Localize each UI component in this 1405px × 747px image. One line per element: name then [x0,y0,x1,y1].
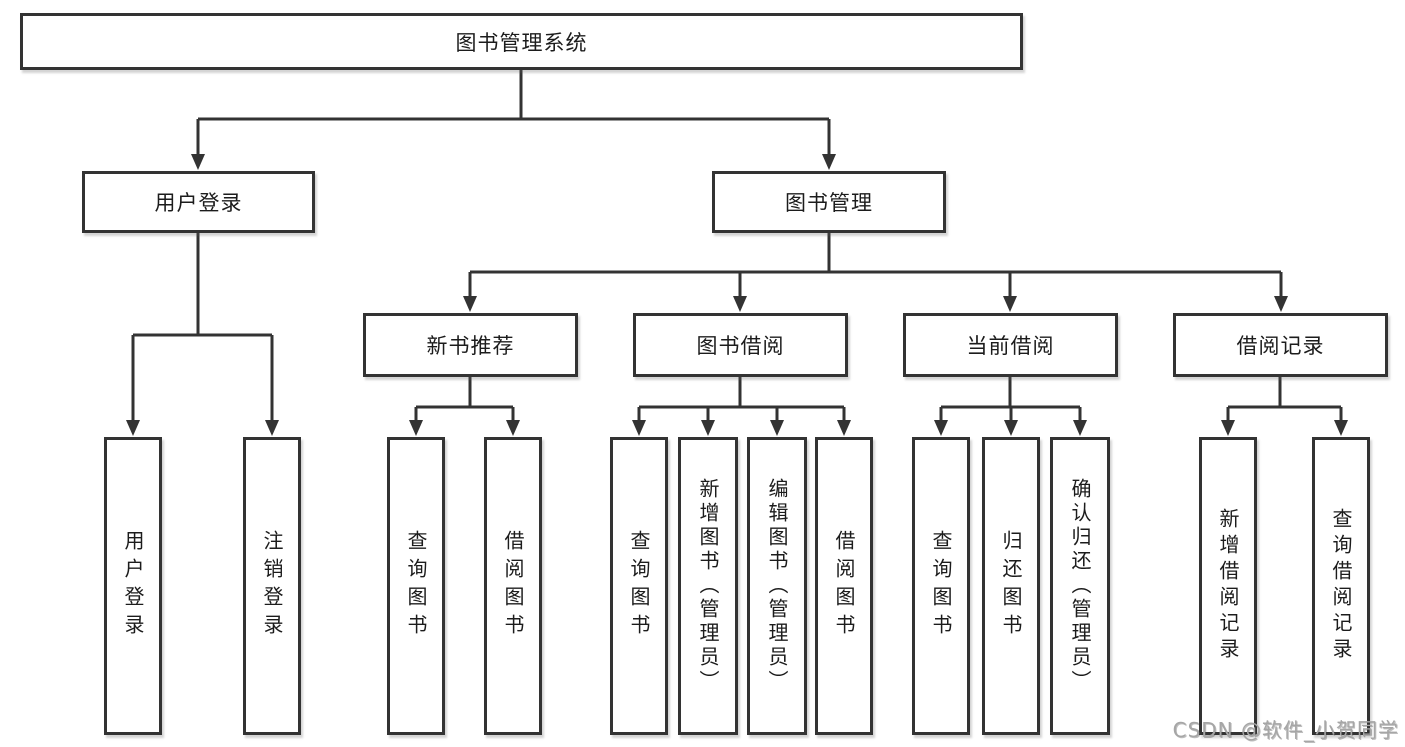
node-current-borrow: 当前借阅 [903,313,1118,377]
node-book-management-system: 图书管理系统 [20,13,1023,70]
leaf-confirm-return-admin: 确认归还（管理员） [1050,437,1110,735]
node-label: 用户登录 [154,191,243,215]
leaf-query-books-borrow: 查询图书 [610,437,668,735]
node-book-management: 图书管理 [712,171,946,233]
leaf-label: 查询借阅记录 [1329,508,1353,664]
csdn-watermark: CSDN @软件_小贺同学 [1172,718,1399,742]
node-label: 当前借阅 [966,334,1055,358]
leaf-borrow-books-borrow: 借阅图书 [815,437,873,735]
connector-book-borrow-to-leaves [637,377,846,424]
leaf-label: 新增图书（管理员） [696,478,720,694]
node-label: 图书管理系统 [455,30,588,55]
node-new-book-recommend: 新书推荐 [363,313,578,377]
leaf-label: 查询图书 [929,530,953,642]
node-user-login: 用户登录 [82,171,315,233]
node-label: 新书推荐 [426,334,515,358]
leaf-borrow-books-recommend: 借阅图书 [484,437,542,735]
leaf-add-borrow-record: 新增借阅记录 [1199,437,1257,735]
leaf-label: 用户登录 [121,530,145,642]
leaf-label: 借阅图书 [501,530,525,642]
connector-borrow-records-to-leaves [1226,377,1343,424]
leaf-user-login: 用户登录 [104,437,162,735]
leaf-label: 查询图书 [627,530,651,642]
connector-new-book-recommend-to-leaves [414,377,515,424]
leaf-label: 编辑图书（管理员） [765,478,789,694]
leaf-add-book-admin: 新增图书（管理员） [678,437,738,735]
leaf-query-borrow-record: 查询借阅记录 [1312,437,1370,735]
connector-book-mgmt-to-level3 [468,233,1283,300]
connector-user-login-to-leaves [131,233,274,424]
leaf-label: 确认归还（管理员） [1068,478,1092,694]
node-label: 图书管理 [785,191,873,215]
leaf-return-book: 归还图书 [982,437,1040,735]
leaf-label: 归还图书 [999,530,1023,642]
leaf-label: 查询图书 [404,530,428,642]
connector-current-borrow-to-leaves [939,377,1082,424]
node-borrow-records: 借阅记录 [1173,313,1388,377]
leaf-query-books-current: 查询图书 [912,437,970,735]
node-label: 图书借阅 [696,334,785,358]
leaf-label: 借阅图书 [832,530,856,642]
leaf-logout: 注销登录 [243,437,301,735]
node-book-borrow: 图书借阅 [633,313,848,377]
leaf-query-books-recommend: 查询图书 [387,437,445,735]
leaf-label: 新增借阅记录 [1216,508,1240,664]
node-label: 借阅记录 [1236,334,1325,358]
leaf-edit-book-admin: 编辑图书（管理员） [747,437,807,735]
leaf-label: 注销登录 [260,530,284,642]
connector-root-to-level2 [196,70,831,158]
